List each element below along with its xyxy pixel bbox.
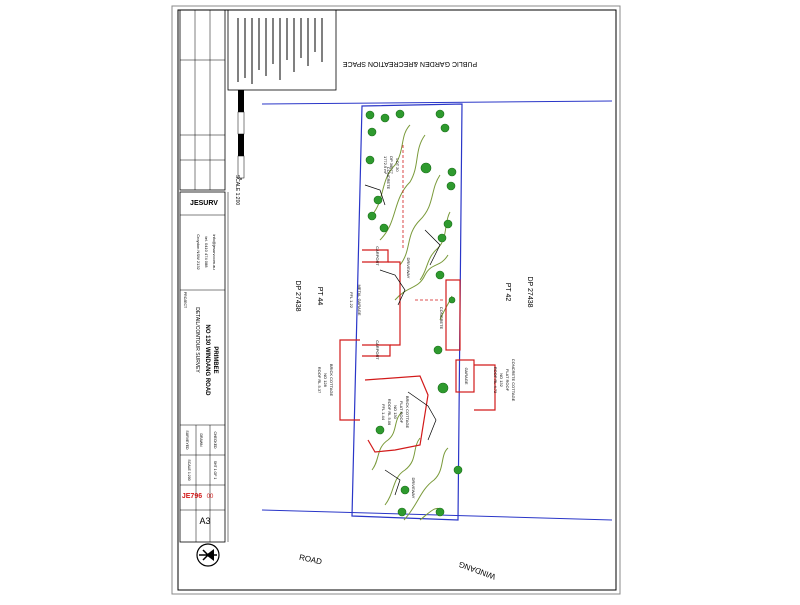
company-name: JESURV	[190, 200, 218, 207]
sheet-text: SHT 1 OF 1	[213, 461, 217, 480]
cottage-left-line1: BRICK COTTAGE	[329, 364, 334, 397]
carport-top-outline	[362, 249, 389, 263]
dashed-lines	[402, 145, 445, 301]
concrete-top-label: CONCRETE	[386, 167, 391, 190]
road-label-right: WINDANG	[457, 560, 496, 582]
title-block	[179, 191, 229, 543]
road-label-left: ROAD	[298, 553, 323, 567]
lot-id: LOT 20	[395, 158, 400, 172]
plan-labels: PUBLIC GARDEN &RECREATION SPACE ROAD WIN…	[234, 60, 533, 581]
cottage-right-line1: CONCRETE COTTAGE	[511, 359, 516, 402]
tree-icon	[420, 162, 432, 174]
tree-icon	[435, 109, 445, 119]
cottage-mid-line1: BRICK COTTAGE	[405, 396, 410, 429]
tree-icon	[440, 123, 450, 133]
company-address-3: info@jesurv.com.au	[212, 234, 217, 269]
tree-icon	[397, 507, 407, 517]
cottage-outline	[364, 375, 429, 453]
carport-top-label: CARPORT	[375, 246, 380, 266]
tree-icon	[448, 296, 456, 304]
cottage-left-line3: ROOF RL 5.37	[317, 367, 322, 394]
tree-icon	[380, 113, 390, 123]
cottage-mid-line2: FLAT ROOF	[399, 401, 404, 424]
tree-icon	[395, 109, 405, 119]
company-address-1: Croydon NSW 2132	[196, 234, 201, 270]
concrete-slab-outline	[445, 279, 461, 351]
public-garden-label: PUBLIC GARDEN &RECREATION SPACE	[343, 60, 478, 67]
dp-right-label: DP 27438	[526, 276, 533, 307]
cottage-right-line3: NO 132	[499, 373, 504, 388]
checked-label: CHECKED	[213, 431, 217, 449]
north-arrow-icon	[196, 543, 220, 567]
rear-boundary-line	[261, 100, 613, 105]
carport-bottom-label: CARPORT	[375, 340, 380, 360]
building-outlines	[339, 249, 496, 453]
tree-icon	[400, 485, 410, 495]
metal-garage-label: METAL GARAGE	[357, 284, 362, 315]
tree-icon	[435, 270, 445, 280]
address-line-2: PRIMBEE	[212, 346, 218, 373]
cottage-mid-line5: FFL 1.44	[381, 404, 386, 421]
lot-boundary	[351, 103, 463, 521]
tree-icon	[379, 223, 389, 233]
cottage-right-line4: ROOF RL 4.72	[493, 367, 498, 394]
tree-icons	[365, 109, 463, 517]
lot-area: 1772.9 m²	[383, 156, 388, 175]
tree-icon	[365, 110, 375, 120]
tree-icon	[453, 465, 463, 475]
driveway-bottom-label: DRIVEWAY	[411, 478, 416, 499]
detail-lines	[364, 184, 441, 496]
cottage-right-line2: FLAT ROOF	[505, 369, 510, 392]
dp-left-label: DP 27438	[294, 280, 301, 311]
cottage-mid-line3: NO 130	[393, 405, 398, 420]
tree-icon	[375, 425, 385, 435]
company-address-2: tel. 0410 474 088	[204, 237, 209, 269]
revision: 00	[207, 494, 214, 500]
concrete-mid-label: CONCRETE	[439, 307, 444, 330]
dp-lot: DP 36077	[389, 156, 394, 174]
tree-icon	[373, 195, 383, 205]
tree-icon	[446, 181, 456, 191]
scale-text: SCALE 1:200	[187, 459, 191, 480]
drawn-label: DRAWN	[199, 433, 203, 447]
cottage-mid-line4: ROOF RL 5.06	[387, 399, 392, 426]
tree-icon	[443, 219, 453, 229]
scale-bar	[237, 90, 245, 180]
tree-icon	[437, 382, 449, 394]
pt42-label: PT 42	[504, 283, 511, 302]
tree-icon	[447, 167, 457, 177]
project-name: DETAIL/CONTOUR SURVEY	[194, 307, 200, 373]
scale-label: SCALE 1:200	[234, 175, 240, 206]
surveyed-label: SURVEYED	[185, 430, 189, 450]
title-block-text: JESURV Croydon NSW 2132 tel. 0410 474 08…	[182, 200, 218, 526]
metal-garage-ffl: FFL 1.22	[349, 292, 354, 309]
tree-icon	[435, 507, 445, 517]
amendments-table	[179, 9, 226, 191]
tree-icon	[433, 345, 443, 355]
notes-box	[227, 9, 337, 91]
sheet-inner-border	[177, 9, 617, 591]
tree-icon	[367, 127, 377, 137]
tree-icon	[367, 211, 377, 221]
tree-icon	[437, 233, 447, 243]
pt44-label: PT 44	[316, 287, 323, 306]
sheet-border	[171, 5, 621, 595]
cottage-left-line2: NO 128	[323, 373, 328, 388]
garage-label: GARAGE	[464, 367, 469, 384]
address-line-1: NO 130 WINDANG ROAD	[204, 324, 210, 396]
sheet-size: A3	[199, 516, 210, 526]
tree-icon	[365, 155, 375, 165]
carport-bottom-outline	[362, 344, 391, 357]
drawing-number: JE796	[182, 493, 202, 500]
driveway-top-label: DRIVEWAY	[406, 258, 411, 279]
garage-outline	[455, 359, 475, 393]
project-label: PROJECT	[183, 292, 187, 309]
